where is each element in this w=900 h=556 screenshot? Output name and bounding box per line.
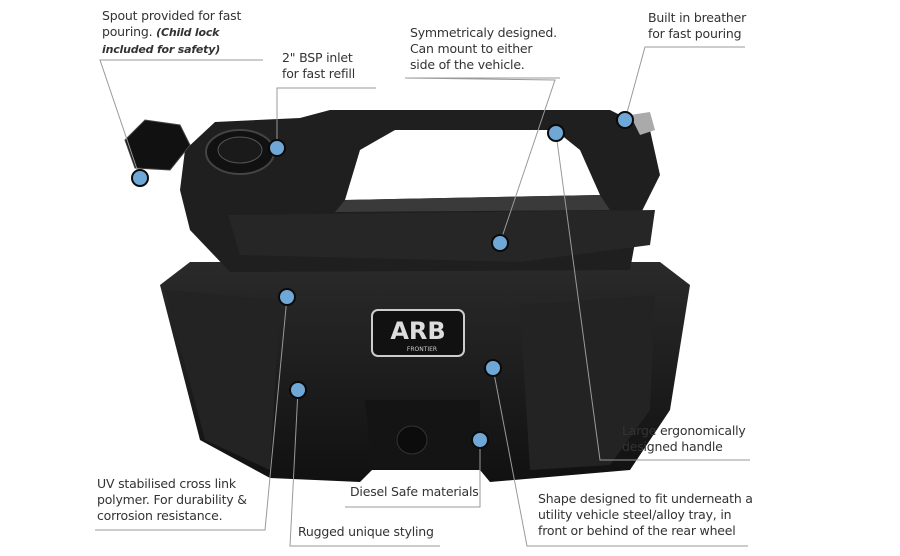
handle-opening <box>345 130 600 200</box>
logo-badge <box>371 309 465 357</box>
callout-inlet: 2" BSP inlet for fast refill <box>282 50 355 81</box>
callout-uv: UV stabilised cross link polymer. For du… <box>97 476 247 523</box>
callout-spout: Spout provided for fast pouring. (Child … <box>102 8 272 58</box>
callout-symmetric: Symmetricaly designed. Can mount to eith… <box>410 25 557 72</box>
callout-breather: Built in breather for fast pouring <box>648 10 747 41</box>
logo-text: ARB <box>390 317 445 345</box>
callout-diesel: Diesel Safe materials <box>350 484 479 499</box>
spout-cap <box>124 119 191 171</box>
callout-lines <box>95 46 750 547</box>
callout-rugged: Rugged unique styling <box>298 524 434 539</box>
callout-spout-note: (Child lock included for safety) <box>102 26 221 56</box>
logo-subtext: FRONTIER <box>407 346 437 353</box>
callout-dots <box>131 111 634 449</box>
drain-cap <box>396 425 428 455</box>
callout-shape: Shape designed to fit underneath a utili… <box>538 491 753 538</box>
callout-spout-text: Spout provided for fast pouring. <box>102 8 242 39</box>
callout-handle: Large ergonomically designed handle <box>622 423 746 454</box>
breather-valve <box>630 112 655 135</box>
